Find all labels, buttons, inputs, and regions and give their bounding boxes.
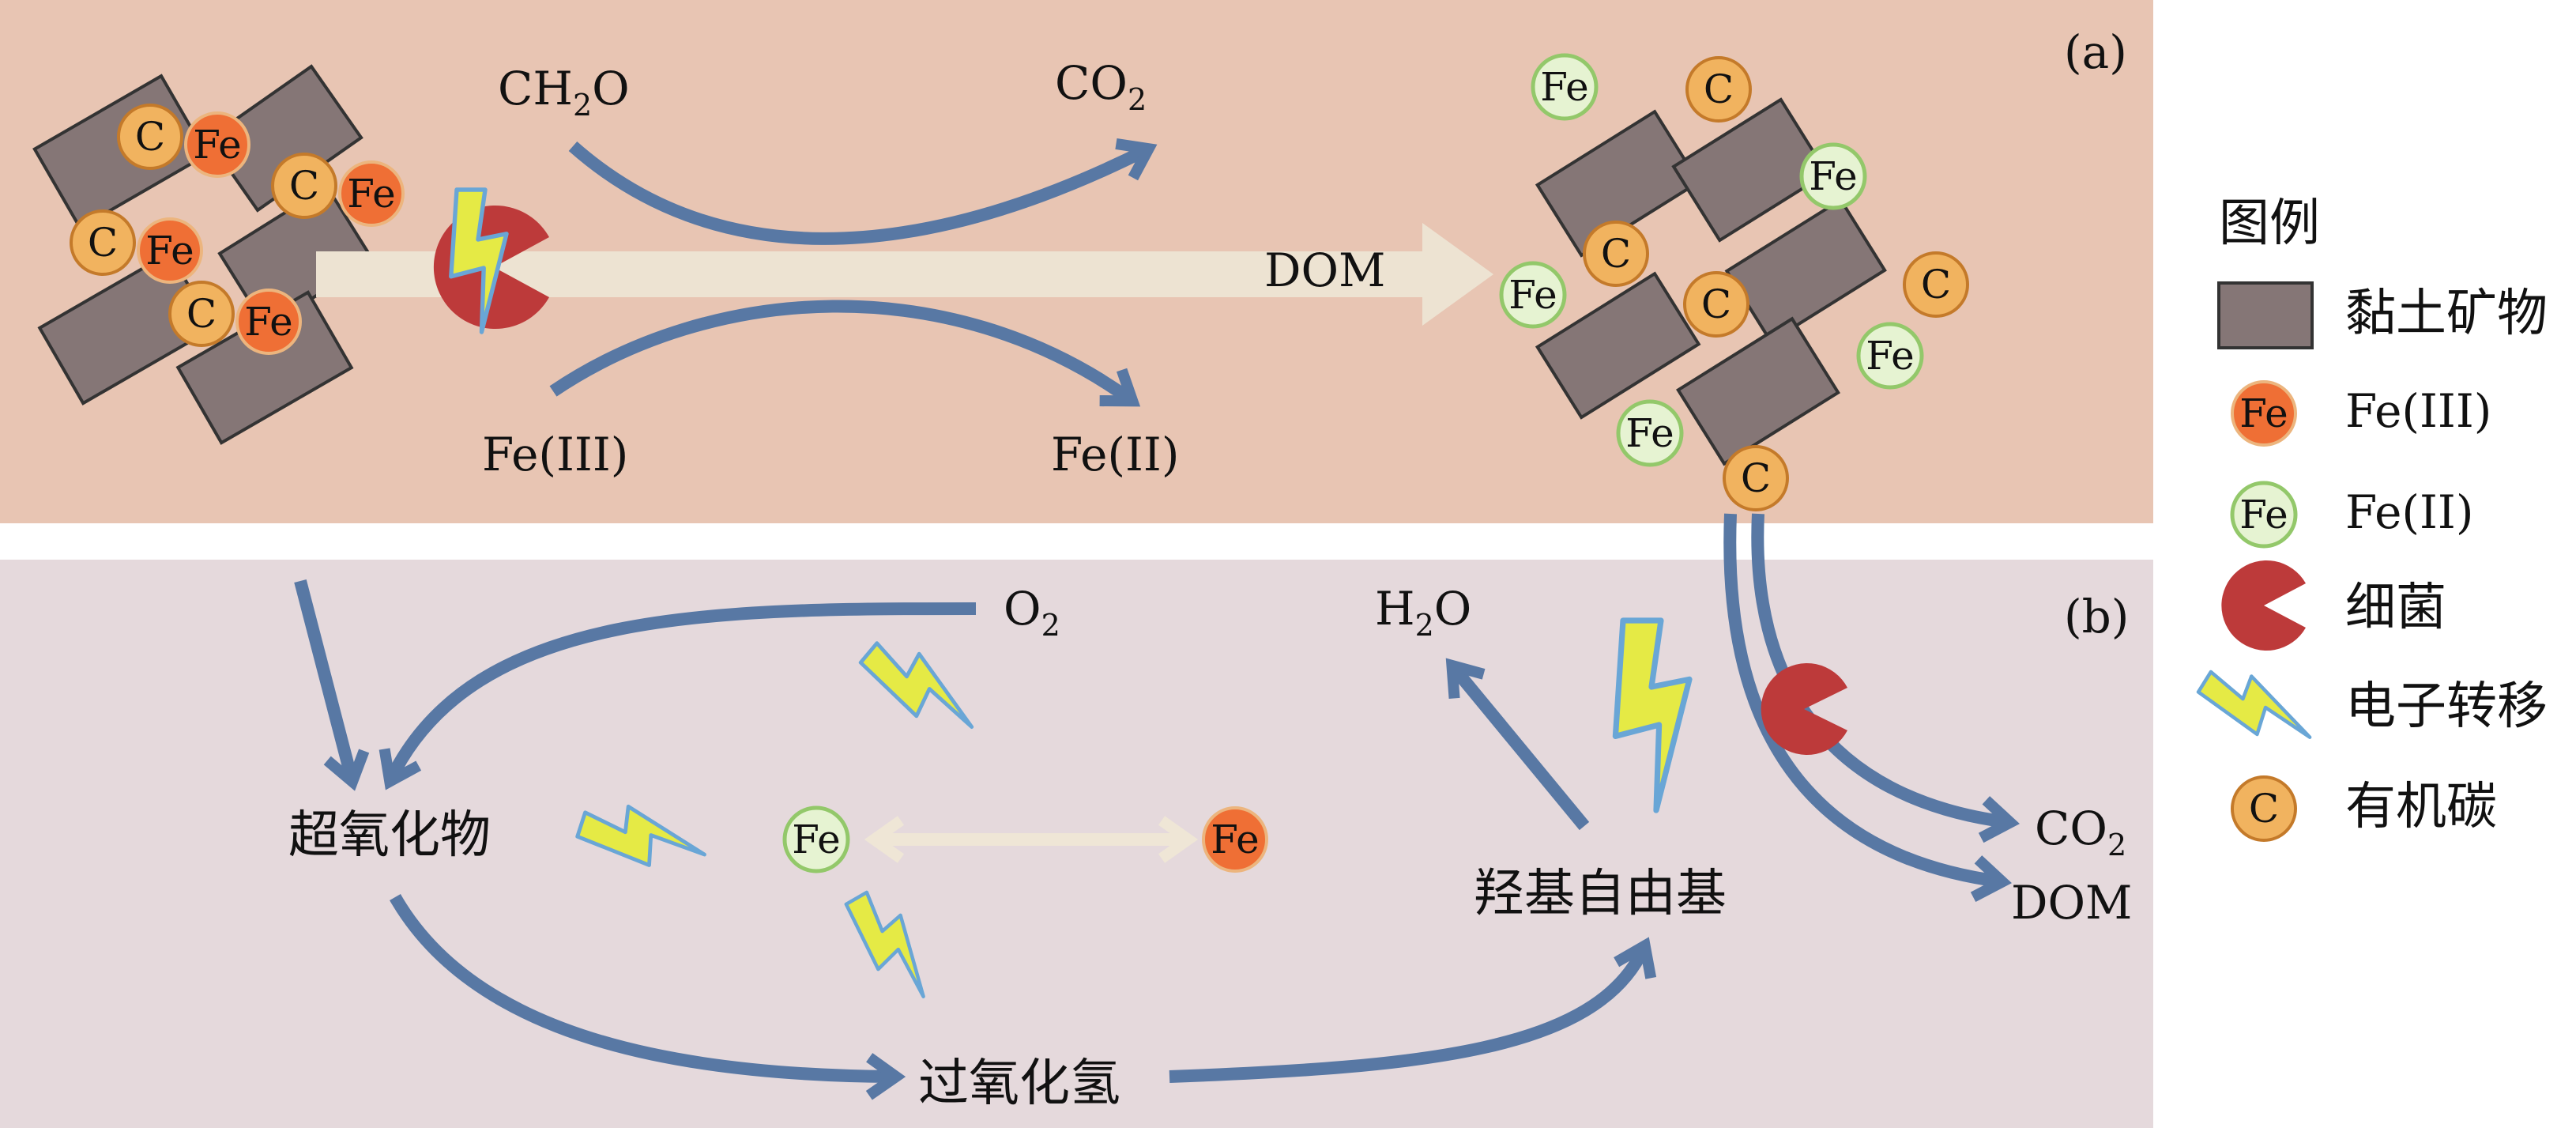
arrow-panel-a-to-superoxide xyxy=(294,579,370,791)
co2-label-b: CO2 xyxy=(2035,802,2126,862)
svg-text:Fe: Fe xyxy=(2239,390,2288,436)
token-c: C xyxy=(1683,271,1749,338)
token-c: C xyxy=(1723,445,1789,511)
legend-label: 有机碳 xyxy=(2345,778,2497,836)
fe3-label-a: Fe(III) xyxy=(482,428,628,481)
svg-text:Fe: Fe xyxy=(1540,64,1589,110)
svg-text:Fe: Fe xyxy=(1508,272,1557,318)
svg-text:C: C xyxy=(1921,262,1951,307)
token-fe3: Fe xyxy=(338,160,405,227)
legend-label: Fe(III) xyxy=(2345,384,2491,438)
svg-text:Fe: Fe xyxy=(347,171,396,217)
token-fe2: Fe xyxy=(1802,145,1865,208)
arrow-o2-to-superoxide xyxy=(378,602,977,790)
svg-text:Fe: Fe xyxy=(193,122,242,168)
svg-text:Fe: Fe xyxy=(1211,817,1260,862)
legend-label: 黏土矿物 xyxy=(2345,285,2548,343)
token-fe2: Fe xyxy=(1533,55,1596,119)
svg-text:C: C xyxy=(1741,455,1771,501)
dom-flow-band xyxy=(316,223,1493,326)
token-c: C xyxy=(70,209,136,276)
token-c: C xyxy=(168,281,235,347)
arrow-ch2o-to-co2 xyxy=(568,138,1158,245)
svg-text:C: C xyxy=(88,220,118,266)
arrow-peroxide-to-hydroxyl xyxy=(1169,937,1657,1083)
o2-label: O2 xyxy=(1004,582,1060,643)
svg-text:C: C xyxy=(289,163,319,209)
svg-text:C: C xyxy=(135,114,165,160)
token-c: C xyxy=(1903,251,1969,318)
svg-text:C: C xyxy=(1701,281,1731,327)
clay-mineral xyxy=(1535,109,1701,258)
hydroxyl-label: 羟基自由基 xyxy=(1474,865,1727,923)
co2-label-a: CO2 xyxy=(1055,56,1147,117)
token-c: C xyxy=(271,153,337,219)
bacteria-icon xyxy=(2221,560,2306,651)
clay-mineral xyxy=(1535,271,1701,420)
token-fe3: Fe xyxy=(235,289,302,355)
svg-text:C: C xyxy=(1601,231,1631,277)
panel-b-tag: (b) xyxy=(2064,590,2129,643)
clay-mineral xyxy=(1676,316,1840,466)
fe3-token-icon: Fe xyxy=(2231,380,2297,447)
clay-mineral-icon xyxy=(2217,281,2314,349)
peroxide-label: 过氧化氢 xyxy=(918,1054,1120,1113)
svg-text:Fe: Fe xyxy=(1809,153,1858,199)
token-fe2: Fe xyxy=(785,808,848,871)
token-fe3: Fe xyxy=(184,111,250,178)
dom-label: DOM xyxy=(1264,243,1385,297)
fe2-label-a: Fe(II) xyxy=(1051,428,1179,481)
token-c: C xyxy=(1685,56,1752,123)
electron-transfer-icon xyxy=(2196,657,2321,759)
legend-label: 电子转移 xyxy=(2345,677,2548,736)
dom-label-b: DOM xyxy=(2011,876,2132,930)
clay-aggregate-right xyxy=(1535,97,1887,466)
token-fe2: Fe xyxy=(1859,324,1922,387)
token-fe3: Fe xyxy=(1202,806,1268,873)
svg-text:Fe: Fe xyxy=(1866,333,1915,379)
arrow-carbon-to-dom xyxy=(1723,513,2012,902)
ch2o-label: CH2O xyxy=(498,62,630,123)
arrow-fe3-to-fe2 xyxy=(549,300,1141,407)
svg-text:C: C xyxy=(1704,66,1734,112)
bacteria-icon xyxy=(1761,662,1847,755)
arrow-hydroxyl-to-h2o xyxy=(1445,658,1590,831)
token-c: C xyxy=(1583,221,1649,287)
fe2-token-icon: Fe xyxy=(2232,483,2295,546)
legend: 图例 黏土矿物 Fe Fe(III) Fe Fe(II) 细菌 电子转移 C 有… xyxy=(2196,194,2548,842)
token-fe2: Fe xyxy=(1618,402,1682,465)
svg-text:C: C xyxy=(186,291,217,337)
svg-text:Fe: Fe xyxy=(244,299,293,345)
organic-carbon-icon: C xyxy=(2231,775,2297,842)
legend-label: 细菌 xyxy=(2345,579,2446,637)
svg-text:Fe: Fe xyxy=(2239,492,2288,538)
panel-a-tag: (a) xyxy=(2064,25,2127,79)
legend-title: 图例 xyxy=(2219,194,2320,253)
svg-text:Fe: Fe xyxy=(1625,410,1674,456)
svg-text:Fe: Fe xyxy=(145,228,194,274)
legend-label: Fe(II) xyxy=(2345,485,2473,539)
h2o-label: H2O xyxy=(1375,582,1471,643)
token-c: C xyxy=(117,104,183,170)
arrow-superoxide-to-peroxide xyxy=(390,894,906,1100)
svg-text:Fe: Fe xyxy=(792,817,841,862)
token-fe2: Fe xyxy=(1501,263,1565,326)
svg-text:C: C xyxy=(2249,786,2279,832)
token-fe3: Fe xyxy=(137,217,203,284)
clay-mineral xyxy=(1671,97,1829,243)
superoxide-label: 超氧化物 xyxy=(288,806,491,865)
